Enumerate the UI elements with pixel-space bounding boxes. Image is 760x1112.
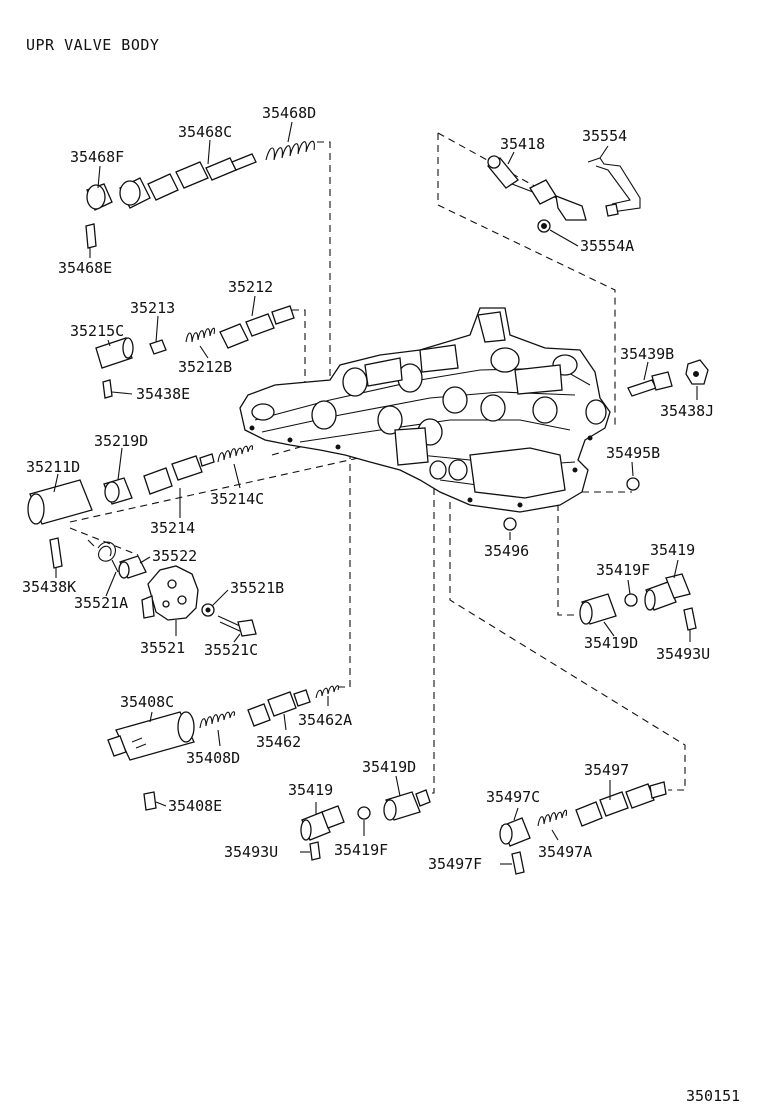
label-35419F-right[interactable]: 35419F bbox=[596, 561, 650, 579]
label-35521C[interactable]: 35521C bbox=[204, 641, 258, 659]
label-35212[interactable]: 35212 bbox=[228, 278, 273, 296]
label-35468F[interactable]: 35468F bbox=[70, 148, 124, 166]
label-35408D[interactable]: 35408D bbox=[186, 749, 240, 767]
part-35438J-clip[interactable] bbox=[685, 359, 709, 385]
label-35493U-bottom[interactable]: 35493U bbox=[224, 843, 278, 861]
label-35496[interactable]: 35496 bbox=[484, 542, 529, 560]
part-35493U-right-key[interactable] bbox=[683, 607, 697, 631]
part-35438E-key[interactable] bbox=[102, 379, 113, 399]
part-35496-ball[interactable] bbox=[503, 517, 517, 531]
part-35468C-valve[interactable] bbox=[119, 153, 257, 209]
label-35419D-right[interactable]: 35419D bbox=[584, 634, 638, 652]
label-35497F[interactable]: 35497F bbox=[428, 855, 482, 873]
part-35419F-bottom-ball[interactable] bbox=[357, 806, 371, 820]
part-35212B-spring[interactable] bbox=[185, 327, 216, 343]
part-35462A-spring[interactable] bbox=[315, 685, 340, 699]
label-35468E[interactable]: 35468E bbox=[58, 259, 112, 277]
part-35419F-right-ball[interactable] bbox=[624, 593, 638, 607]
label-35438K[interactable]: 35438K bbox=[22, 578, 76, 596]
label-35219D[interactable]: 35219D bbox=[94, 432, 148, 450]
part-35212-valve[interactable] bbox=[219, 305, 295, 349]
label-35419-bottom[interactable]: 35419 bbox=[288, 781, 333, 799]
part-35419D-right-plug[interactable] bbox=[579, 593, 617, 625]
figure-number: 350151 bbox=[686, 1087, 740, 1105]
label-35554[interactable]: 35554 bbox=[582, 127, 627, 145]
part-35219D-retainer[interactable] bbox=[103, 477, 133, 505]
part-35468D-spring[interactable] bbox=[265, 140, 315, 161]
part-35497C-plug[interactable] bbox=[499, 817, 531, 847]
label-35468D[interactable]: 35468D bbox=[262, 104, 316, 122]
part-labels: 35468D 35468C 35468F 35468E 35418 35554 … bbox=[22, 104, 714, 873]
label-35215C[interactable]: 35215C bbox=[70, 322, 124, 340]
assembly-guide-lines bbox=[69, 132, 686, 794]
label-35497[interactable]: 35497 bbox=[584, 761, 629, 779]
part-35438K-key[interactable] bbox=[49, 537, 63, 569]
label-35438E[interactable]: 35438E bbox=[136, 385, 190, 403]
label-35419-right[interactable]: 35419 bbox=[650, 541, 695, 559]
label-35493U-right[interactable]: 35493U bbox=[656, 645, 710, 663]
label-35439B[interactable]: 35439B bbox=[620, 345, 674, 363]
label-35213[interactable]: 35213 bbox=[130, 299, 175, 317]
part-35439B-bolt[interactable] bbox=[627, 371, 673, 397]
part-35521-lever[interactable] bbox=[141, 565, 199, 621]
label-35419D-bottom[interactable]: 35419D bbox=[362, 758, 416, 776]
label-35462[interactable]: 35462 bbox=[256, 733, 301, 751]
part-35521A-spring[interactable] bbox=[87, 539, 119, 573]
label-35438J[interactable]: 35438J bbox=[660, 402, 714, 420]
label-35521B[interactable]: 35521B bbox=[230, 579, 284, 597]
label-35408E[interactable]: 35408E bbox=[168, 797, 222, 815]
part-35468F-plug[interactable] bbox=[86, 183, 113, 211]
label-35419F-bottom[interactable]: 35419F bbox=[334, 841, 388, 859]
part-35521B-washer[interactable] bbox=[201, 603, 215, 617]
label-35214[interactable]: 35214 bbox=[150, 519, 195, 537]
part-35468E-key[interactable] bbox=[85, 223, 97, 249]
part-35497A-spring[interactable] bbox=[537, 809, 568, 827]
label-35212B[interactable]: 35212B bbox=[178, 358, 232, 376]
label-35418[interactable]: 35418 bbox=[500, 135, 545, 153]
part-35521C-bolt[interactable] bbox=[217, 615, 257, 637]
leader-lines bbox=[53, 121, 698, 865]
label-35522[interactable]: 35522 bbox=[152, 547, 197, 565]
label-35554A[interactable]: 35554A bbox=[580, 237, 634, 255]
part-35408D-spring[interactable] bbox=[199, 711, 236, 729]
valve-body-housing bbox=[239, 307, 611, 513]
part-35408E-key[interactable] bbox=[143, 791, 157, 811]
part-35495B-ball[interactable] bbox=[626, 477, 640, 491]
label-35214C[interactable]: 35214C bbox=[210, 490, 264, 508]
part-35497F-key[interactable] bbox=[511, 851, 525, 875]
part-35419D-bottom-plug[interactable] bbox=[383, 789, 431, 821]
part-35554-rod[interactable] bbox=[587, 157, 641, 217]
part-35419-bottom-valve[interactable] bbox=[300, 805, 345, 841]
part-35497-valve[interactable] bbox=[575, 781, 667, 827]
part-35211D-sleeve[interactable] bbox=[27, 479, 93, 525]
label-35497A[interactable]: 35497A bbox=[538, 843, 592, 861]
label-35462A[interactable]: 35462A bbox=[298, 711, 352, 729]
label-35521A[interactable]: 35521A bbox=[74, 594, 128, 612]
part-35214-valve[interactable] bbox=[143, 453, 215, 495]
part-35554A-clip[interactable] bbox=[537, 219, 551, 233]
label-35521[interactable]: 35521 bbox=[140, 639, 185, 657]
label-35468C[interactable]: 35468C bbox=[178, 123, 232, 141]
part-35215C-sleeve[interactable] bbox=[95, 337, 134, 369]
label-35497C[interactable]: 35497C bbox=[486, 788, 540, 806]
label-35211D[interactable]: 35211D bbox=[26, 458, 80, 476]
label-35495B[interactable]: 35495B bbox=[606, 444, 660, 462]
part-35408C-sleeve[interactable] bbox=[107, 711, 195, 761]
label-35408C[interactable]: 35408C bbox=[120, 693, 174, 711]
part-35462-valve[interactable] bbox=[247, 689, 311, 727]
part-35493U-bottom-key[interactable] bbox=[309, 841, 321, 861]
part-35213-plunger[interactable] bbox=[149, 339, 167, 355]
part-35522-pin[interactable] bbox=[118, 555, 147, 579]
part-35214C-spring[interactable] bbox=[217, 445, 254, 463]
diagram-title: UPR VALVE BODY bbox=[26, 36, 159, 54]
part-35418-valve[interactable] bbox=[487, 155, 587, 221]
part-35419-right-valve[interactable] bbox=[644, 573, 691, 611]
